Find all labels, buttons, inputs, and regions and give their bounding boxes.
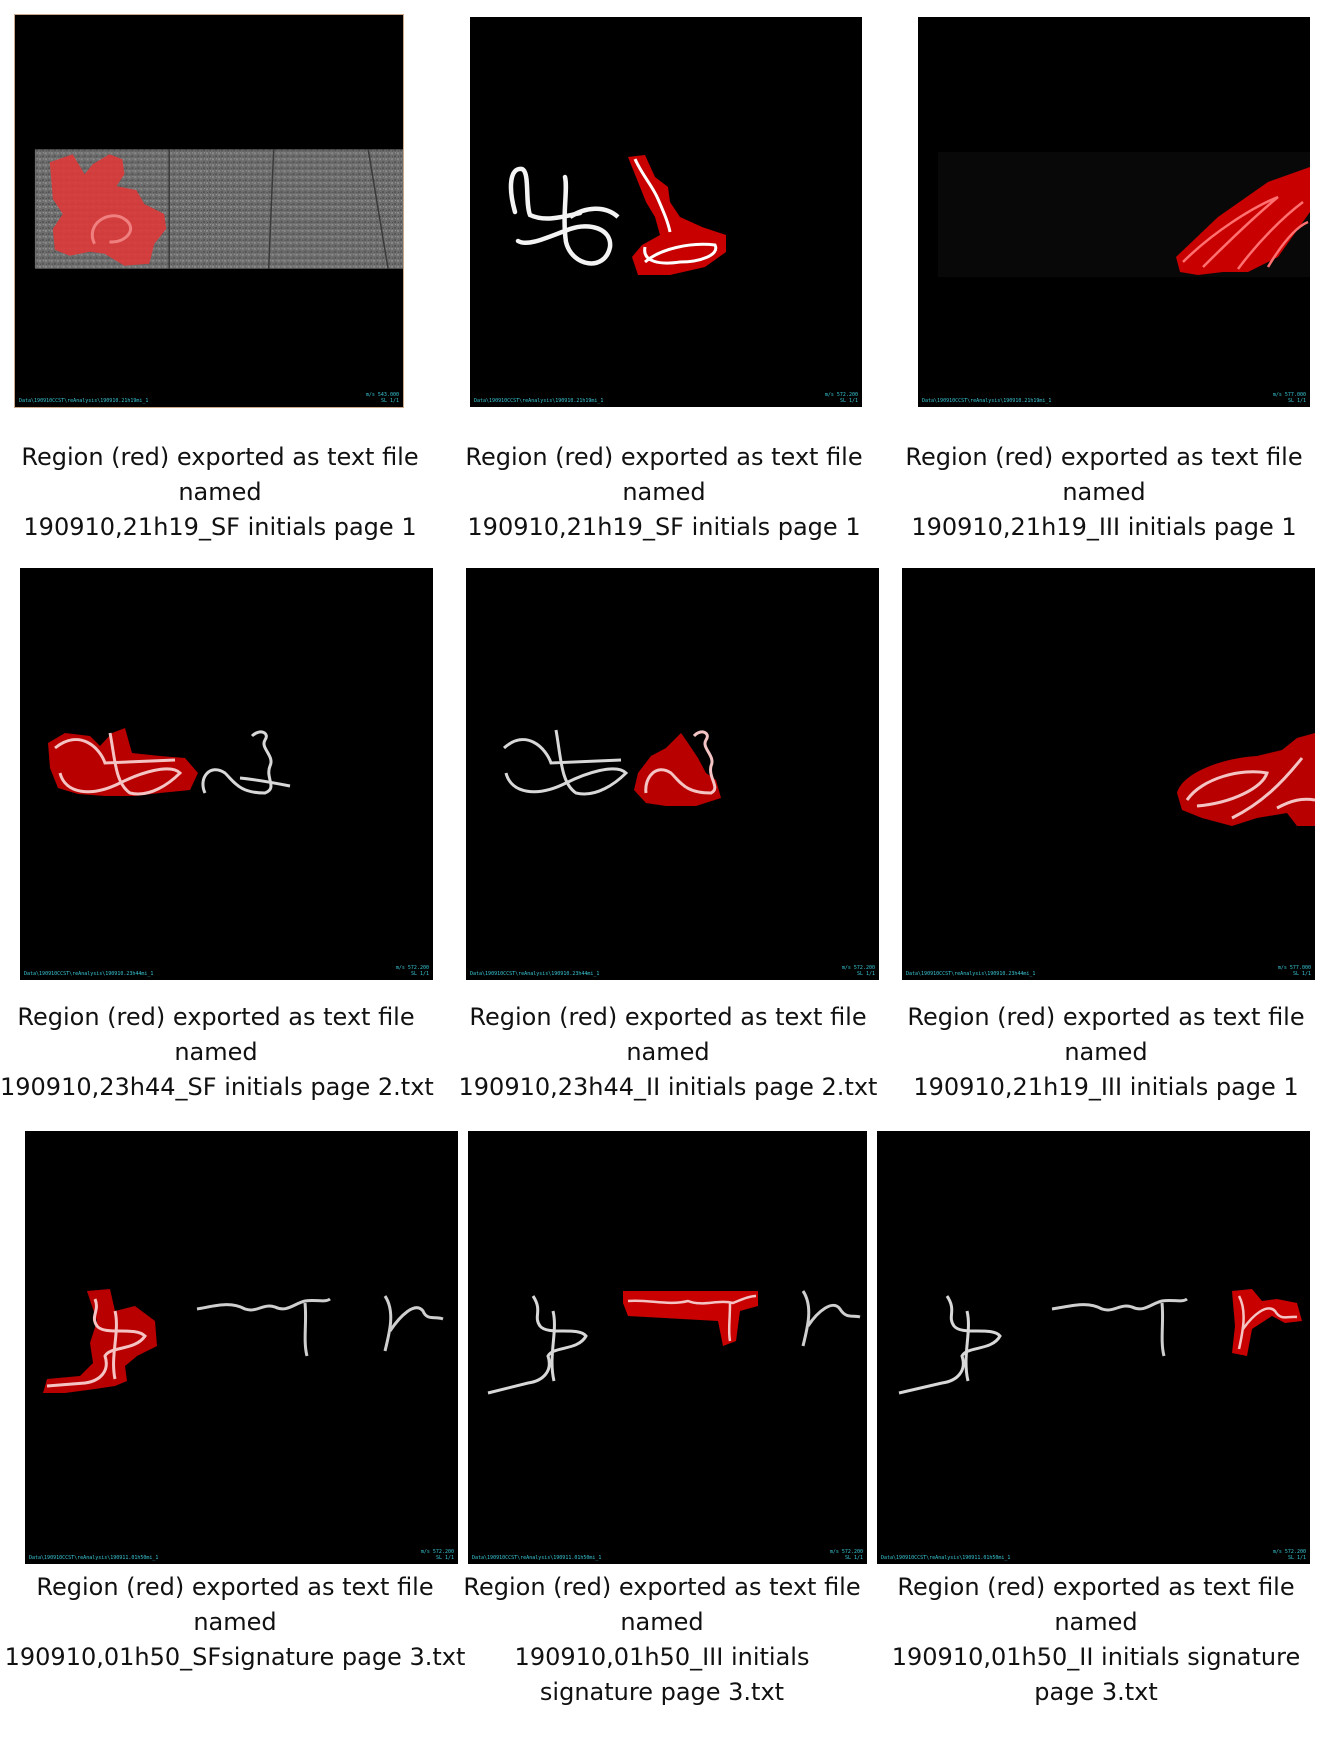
- scan-graphic-6: [1177, 733, 1315, 826]
- overlay-zoom-label: m/s 572.200 SL 1/1: [829, 1549, 863, 1561]
- overlay-path-label: Data\190910CCST\reAnalysis\190910.21h19m…: [19, 398, 149, 404]
- scan-image-9: Data\190910CCST\reAnalysis\190911.01h50m…: [877, 1131, 1310, 1564]
- caption-2: Region (red) exported as text file named…: [465, 443, 863, 541]
- scan-graphic-8: [487, 1290, 861, 1395]
- overlay-zoom-label: m/s 572.200 SL 1/1: [420, 1549, 454, 1561]
- overlay-zoom-label: m/s 572.200 SL 1/1: [824, 392, 858, 404]
- scan-image-5: Data\190910CCST\reAnalysis\190910.23h44m…: [466, 568, 879, 980]
- caption-5: Region (red) exported as text file named…: [458, 1003, 878, 1101]
- overlay-path-label: Data\190910CCST\reAnalysis\190910.23h44m…: [906, 971, 1036, 977]
- scan-image-8: Data\190910CCST\reAnalysis\190911.01h50m…: [468, 1131, 867, 1564]
- caption-8: Region (red) exported as text file named…: [463, 1573, 861, 1706]
- scan-graphic-4: [48, 728, 291, 796]
- overlay-zoom-label: m/s 543.000 SL 1/1: [365, 392, 399, 404]
- caption-9: Region (red) exported as text file named…: [891, 1573, 1301, 1706]
- scan-image-1: Data\190910CCST\reAnalysis\190910.21h19m…: [14, 14, 404, 408]
- overlay-path-label: Data\190910CCST\reAnalysis\190911.01h50m…: [881, 1555, 1011, 1561]
- overlay-path-label: Data\190910CCST\reAnalysis\190910.21h19m…: [474, 398, 604, 404]
- scan-image-3: Data\190910CCST\reAnalysis\190910.21h19m…: [918, 17, 1310, 407]
- scan-graphic-7: [43, 1289, 444, 1393]
- caption-3: Region (red) exported as text file named…: [905, 443, 1303, 541]
- overlay-zoom-label: m/s 572.200 SL 1/1: [395, 965, 429, 977]
- overlay-zoom-label: m/s 577.000 SL 1/1: [1277, 965, 1311, 977]
- caption-6: Region (red) exported as text file named…: [907, 1003, 1305, 1101]
- caption-4: Region (red) exported as text file named…: [0, 1003, 434, 1101]
- scan-graphic-3: [938, 152, 1310, 277]
- overlay-path-label: Data\190910CCST\reAnalysis\190910.23h44m…: [470, 971, 600, 977]
- caption-1: Region (red) exported as text file named…: [21, 443, 419, 541]
- scan-graphic-5: [502, 729, 721, 806]
- overlay-path-label: Data\190910CCST\reAnalysis\190911.01h50m…: [472, 1555, 602, 1561]
- scan-image-2: Data\190910CCST\reAnalysis\190910.21h19m…: [470, 17, 862, 407]
- scan-graphic-9: [898, 1289, 1302, 1395]
- caption-7: Region (red) exported as text file named…: [4, 1573, 466, 1671]
- overlay-path-label: Data\190910CCST\reAnalysis\190910.21h19m…: [922, 398, 1052, 404]
- scan-image-7: Data\190910CCST\reAnalysis\190911.01h50m…: [25, 1131, 458, 1564]
- overlay-zoom-label: m/s 572.200 SL 1/1: [1272, 1549, 1306, 1561]
- scan-image-6: Data\190910CCST\reAnalysis\190910.23h44m…: [902, 568, 1315, 980]
- overlay-path-label: Data\190910CCST\reAnalysis\190911.01h50m…: [29, 1555, 159, 1561]
- scan-image-4: Data\190910CCST\reAnalysis\190910.23h44m…: [20, 568, 433, 980]
- overlay-zoom-label: m/s 577.000 SL 1/1: [1272, 392, 1306, 404]
- scan-graphic-2: [508, 155, 726, 275]
- overlay-zoom-label: m/s 572.200 SL 1/1: [841, 965, 875, 977]
- scan-graphic-1: [34, 149, 403, 269]
- overlay-path-label: Data\190910CCST\reAnalysis\190910.23h44m…: [24, 971, 154, 977]
